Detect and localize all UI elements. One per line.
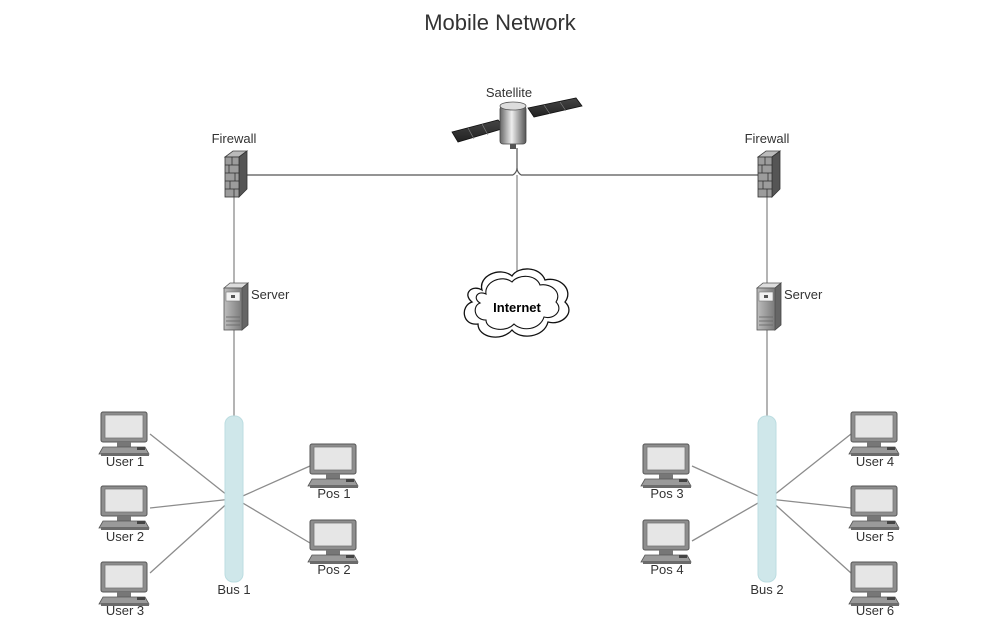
firewall-right-label: Firewall — [745, 131, 790, 146]
link-satellite-down-right — [516, 167, 522, 176]
internet-label: Internet — [493, 300, 541, 315]
pos2-label: Pos 2 — [317, 562, 350, 577]
link-bus2-user5 — [768, 498, 852, 509]
bus1-label: Bus 1 — [217, 582, 250, 597]
internet-node[interactable]: Internet — [463, 268, 570, 338]
link-satellite-down-left — [512, 148, 518, 176]
server-left-node[interactable]: Server — [223, 282, 290, 331]
connections — [149, 148, 852, 574]
link-bus2-user6 — [768, 498, 852, 574]
bus2-node[interactable]: Bus 2 — [750, 415, 784, 597]
user1-node[interactable]: User 1 — [98, 411, 150, 469]
pos1-node[interactable]: Pos 1 — [307, 443, 359, 501]
pos3-label: Pos 3 — [650, 486, 683, 501]
user1-label: User 1 — [106, 454, 144, 469]
firewall-left-node[interactable]: Firewall — [212, 131, 257, 198]
pos1-label: Pos 1 — [317, 486, 350, 501]
user6-label: User 6 — [856, 603, 894, 618]
link-pos4-bus2 — [691, 498, 766, 542]
user3-node[interactable]: User 3 — [98, 561, 150, 618]
link-user1-bus1 — [149, 433, 233, 500]
link-bus1-pos2 — [235, 498, 311, 544]
user5-label: User 5 — [856, 529, 894, 544]
link-user3-bus1 — [149, 498, 233, 574]
pos4-node[interactable]: Pos 4 — [640, 519, 692, 577]
firewall-icon — [224, 150, 248, 198]
computer-icon — [98, 411, 150, 457]
user6-node[interactable]: User 6 — [848, 561, 900, 618]
computer-icon — [98, 485, 150, 531]
satellite-icon — [451, 97, 583, 149]
firewall-icon — [757, 150, 781, 198]
server-icon — [756, 282, 782, 331]
computer-icon — [307, 443, 359, 489]
server-left-label: Server — [251, 287, 290, 302]
bus2-bar — [757, 415, 777, 583]
server-right-node[interactable]: Server — [756, 282, 823, 331]
pos3-node[interactable]: Pos 3 — [640, 443, 692, 501]
computer-icon — [848, 411, 900, 457]
computer-icon — [848, 485, 900, 531]
link-user2-bus1 — [149, 498, 233, 509]
user2-node[interactable]: User 2 — [98, 485, 150, 544]
user2-label: User 2 — [106, 529, 144, 544]
server-icon — [223, 282, 249, 331]
pos4-label: Pos 4 — [650, 562, 683, 577]
satellite-node[interactable]: Satellite — [451, 85, 583, 149]
user4-label: User 4 — [856, 454, 894, 469]
satellite-label: Satellite — [486, 85, 532, 100]
diagram-title: Mobile Network — [424, 10, 576, 35]
cloud-inner-outline — [474, 275, 560, 330]
pos2-node[interactable]: Pos 2 — [307, 519, 359, 577]
server-right-label: Server — [784, 287, 823, 302]
computer-icon — [307, 519, 359, 565]
bus2-label: Bus 2 — [750, 582, 783, 597]
computer-icon — [98, 561, 150, 607]
user4-node[interactable]: User 4 — [848, 411, 900, 469]
link-pos3-bus2 — [691, 465, 766, 500]
bus1-bar — [224, 415, 244, 583]
firewall-left-label: Firewall — [212, 131, 257, 146]
user3-label: User 3 — [106, 603, 144, 618]
bus1-node[interactable]: Bus 1 — [217, 415, 251, 597]
computer-icon — [640, 519, 692, 565]
computer-icon — [640, 443, 692, 489]
firewall-right-node[interactable]: Firewall — [745, 131, 790, 198]
link-bus2-user4 — [768, 433, 852, 500]
user5-node[interactable]: User 5 — [848, 485, 900, 544]
computer-icon — [848, 561, 900, 607]
link-bus1-pos1 — [235, 465, 311, 500]
